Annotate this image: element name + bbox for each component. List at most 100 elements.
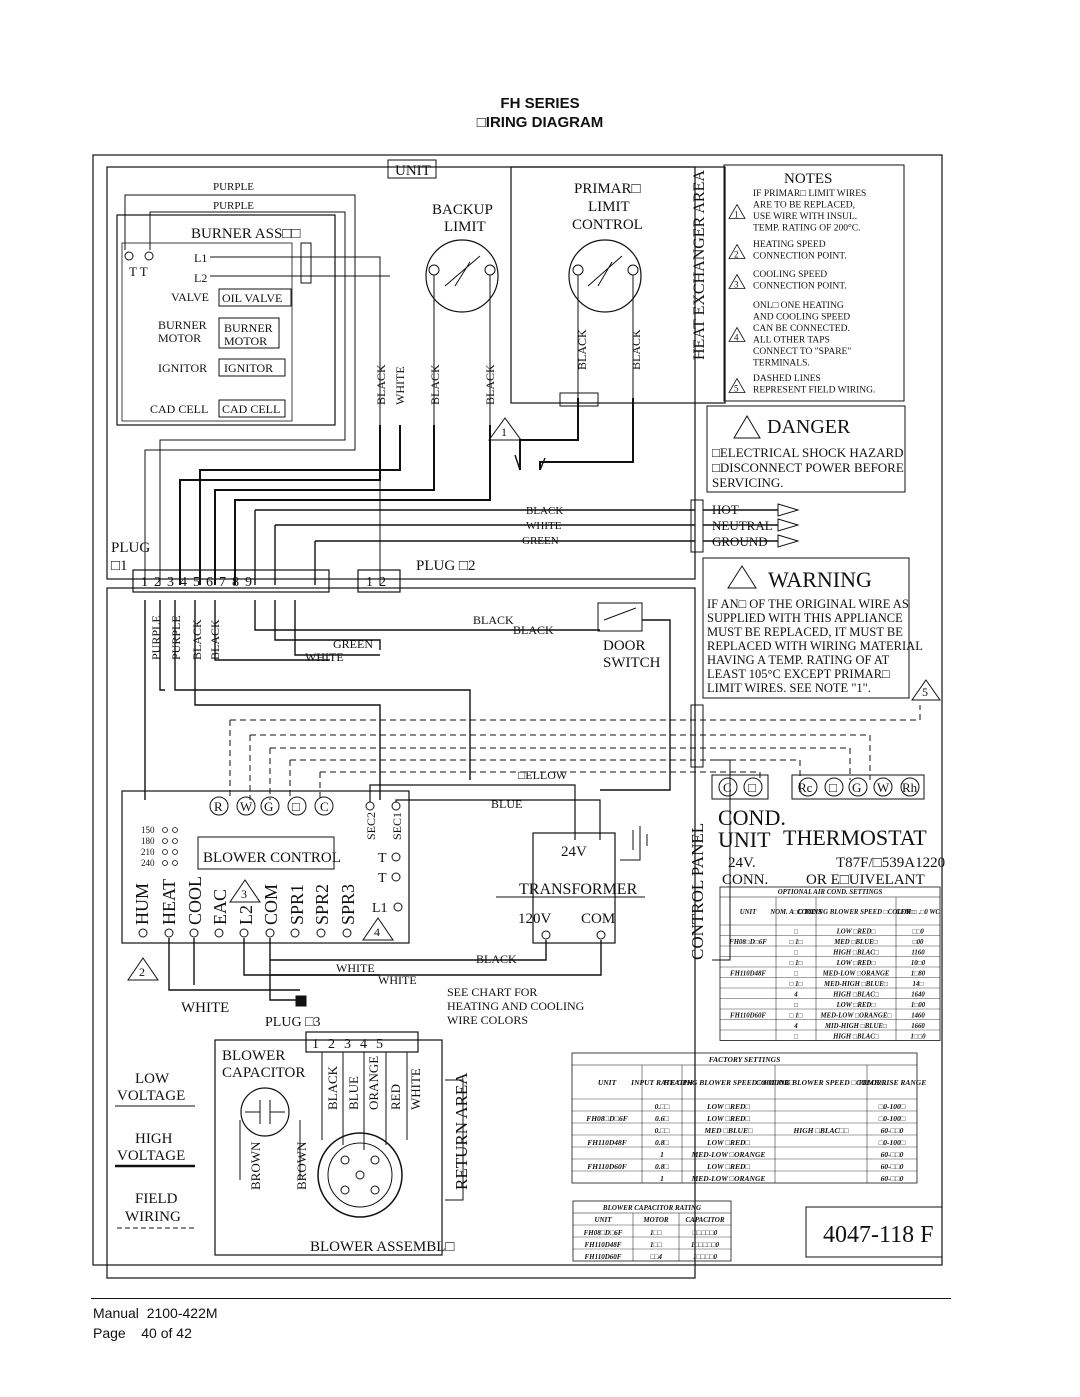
table-cell: □ [794,1002,798,1009]
table-cell: FH110D60F [587,1162,627,1171]
note-triangle-icon [728,326,746,342]
table-cell: MED-LOW □ORANGE [691,1174,766,1183]
note-line: AND COOLING SPEED [753,313,850,323]
note-triangle-icon [728,377,746,393]
backup-limit-switch [425,239,499,313]
table-cell: 60-□□0 [881,1174,904,1183]
warning-line: LEAST 105°C EXCEPT PRIMAR□ [707,667,890,681]
table-cell: 60-□□0 [881,1162,904,1171]
yellow-wire-label: □ELLOW [518,768,568,782]
table-cell: □0-100□ [879,1102,906,1111]
table-cell: LOW □RED□ [706,1162,750,1171]
black-lead-label: BLACK [325,1065,340,1110]
table-header: INPUT RATE GPH [630,1078,694,1087]
terminal-g: G [264,799,273,814]
danger-line: □ELECTRICAL SHOCK HAZARD [712,445,904,460]
blower-control-board [121,790,410,944]
plug-1 [132,569,330,593]
table-cell: 0.8□ [655,1138,669,1147]
table-cell: MID-HIGH □BLUE□ [824,1023,887,1030]
table-header: TEMP. RISE RANGE [858,1078,926,1087]
neutral-label: NEUTRAL [712,518,773,533]
table-cell: 1640 [911,992,925,999]
note-marker-number: 4 [374,925,380,939]
burner-motor-text: MOTOR [224,334,267,348]
table-cell: 1460 [911,1013,925,1020]
see-chart-note: WIRE COLORS [447,1013,528,1027]
spr2-terminal: SPR2 [312,884,332,925]
purple-wire-label: PURPLE [213,200,254,212]
table-cell: 4 [793,1023,798,1030]
warning-line: HAVING A TEMP. RATING OF AT [707,653,890,667]
thermostat-terminal-strip [791,774,925,800]
footer-manual-number: 2100-422M [146,1305,218,1321]
table-header: COOLING BLOWER SPEED □COLOR□ [797,909,915,916]
blue-wire-label: BLUE [491,797,522,811]
timing-240: 240 [141,858,155,868]
primary-limit-label: CONTROL [572,217,643,233]
terminal-c: C [320,799,329,814]
ignitor-label: IGNITOR [158,361,207,375]
table-cell: FH08□D□6F [584,1229,623,1237]
diagram-frame [92,154,943,1266]
blower-capacitor-label: CAPACITOR [222,1065,305,1081]
cool-terminal: COOL [185,876,205,925]
table-cell: □□□□□0 [693,1229,718,1237]
note-line: CAN BE CONNECTED. [753,324,850,334]
table-cell: 14□ [913,981,924,988]
footer-rule [91,1298,951,1299]
oil-valve [218,288,292,307]
com-terminal: COM [261,884,281,925]
note-line: IF PRIMAR□ LIMIT WIRES [753,189,866,199]
spr1-terminal: SPR1 [287,884,307,925]
timing-210: 210 [141,847,155,857]
table-header: UNIT [598,1078,617,1087]
purple-wire-label: PURPLE [149,615,163,660]
table-cell: MED-LOW □ORANGE□ [820,1013,892,1020]
drawing-number-box [805,1206,943,1258]
note-marker-number: 1 [501,425,507,439]
table-title: FACTORY SETTINGS [709,1055,780,1064]
white-lead-label: WHITE [408,1068,423,1110]
table-cell: 1□00 [911,1002,926,1009]
warning-line: LIMIT WIRES. SEE NOTE "1". [707,681,871,695]
table-cell: □ [794,971,798,978]
white-line-label: WHITE [526,520,562,532]
white-wire-label: WHITE [305,650,344,664]
table-cell: 0.□□ [655,1126,670,1135]
table-cell: MED □BLUE□ [833,939,878,946]
svg-text:12345: 12345 [312,1037,392,1052]
svg-text:123456789: 123456789 [141,575,258,590]
table-cell: MED-HIGH □BLUE□ [823,981,888,988]
ignitor-text: IGNITOR [224,361,273,375]
thermostat-equivalent: OR E□UIVELANT [806,872,925,888]
diagram-title: □IRING DIAGRAM [476,114,604,131]
table-header: UNIT [740,909,757,916]
note-line: CONNECTION POINT. [753,252,847,262]
note-marker-number: 2 [139,965,145,979]
table-cell: FH08□D□6F [729,939,767,946]
note-line: CONNECT TO "SPARE" [753,347,851,357]
table-header: HEATING BLOWER SPEED □COLOR□ [663,1078,794,1087]
thermostat-w: W [877,780,890,795]
primary-limit-label: LIMIT [588,199,630,215]
burner-motor-label: BURNER [158,318,207,332]
white-wire-label: WHITE [181,1000,229,1016]
legend-low-voltage: LOW [135,1071,170,1087]
green-line-label: GREEN [522,535,559,547]
warning-line: IF AN□ OF THE ORIGINAL WIRE AS [707,597,909,611]
table-cell: □ 1□ [789,939,802,946]
note-3-marker [229,879,261,903]
table-header: CFM □ .□0 WC [896,909,940,916]
black-wire-label: BLACK [483,364,497,405]
black-line-label: BLACK [526,505,563,517]
note-line: COOLING SPEED [753,270,827,280]
blower-capacitor-label: BLOWER [222,1048,285,1064]
danger-triangle-icon [733,415,761,439]
thermostat-model: T87F/□539A1220 [836,855,945,871]
table-header: MOTOR [642,1216,668,1224]
cad-cell-text: CAD CELL [222,402,280,416]
control-panel-label: CONTROL PANEL [688,823,707,960]
